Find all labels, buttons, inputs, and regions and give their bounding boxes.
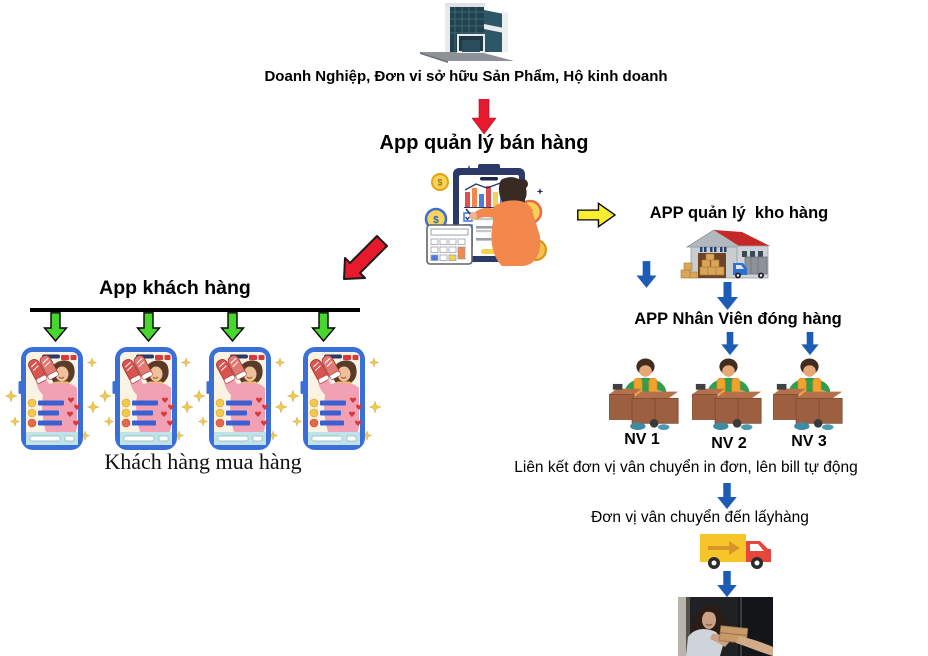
carrier-pickup-caption: Đơn vị vân chuyển đến lấyhàng — [591, 509, 809, 526]
blue-down-arrow-icon — [636, 261, 657, 289]
package-handover-photo — [678, 597, 773, 656]
livestream-phone-icon — [193, 343, 287, 453]
blue-down-arrow-icon — [799, 332, 821, 356]
warehouse-icon — [677, 226, 772, 283]
worker-label: NV 3 — [791, 433, 827, 450]
red-diagonal-arrow-icon — [336, 231, 394, 283]
green-down-arrow-icon — [311, 312, 336, 342]
worker-label: NV 1 — [624, 431, 660, 448]
green-down-arrow-icon — [220, 312, 245, 342]
red-down-arrow-icon — [472, 99, 496, 135]
blue-down-arrow-icon — [716, 483, 738, 510]
livestream-phone-icon — [287, 343, 381, 453]
worker-packing-icon — [609, 357, 682, 432]
packing-app-title: APP Nhân Viên đóng hàng — [634, 310, 842, 328]
worker-packing-icon — [773, 357, 846, 432]
delivery-truck-icon — [698, 532, 775, 571]
connector-line — [30, 308, 360, 312]
owner-caption: Doanh Nghiệp, Đơn vi sở hữu Sản Phẩm, Hộ… — [264, 68, 668, 85]
warehouse-app-title: APP quản lý kho hàng — [649, 204, 829, 222]
yellow-right-arrow-icon — [577, 202, 616, 228]
blue-down-arrow-icon — [719, 332, 741, 356]
green-down-arrow-icon — [43, 312, 68, 342]
carrier-link-caption: Liên kết đơn vị vân chuyển in đơn, lên b… — [514, 459, 858, 476]
worker-label: NV 2 — [711, 435, 747, 452]
livestream-phone-icon — [5, 343, 99, 453]
building-icon — [416, 2, 518, 64]
blue-down-arrow-icon — [716, 282, 739, 311]
blue-down-arrow-icon — [716, 571, 738, 598]
livestream-phone-icon — [99, 343, 193, 453]
worker-packing-icon — [692, 357, 765, 432]
customers-caption: Khách hàng mua hàng — [104, 449, 302, 474]
sales-app-title: App quản lý bán hàng — [379, 132, 589, 154]
customer-app-title: App khách hàng — [99, 277, 251, 299]
green-down-arrow-icon — [136, 312, 161, 342]
sales-app-illustration — [423, 162, 548, 267]
